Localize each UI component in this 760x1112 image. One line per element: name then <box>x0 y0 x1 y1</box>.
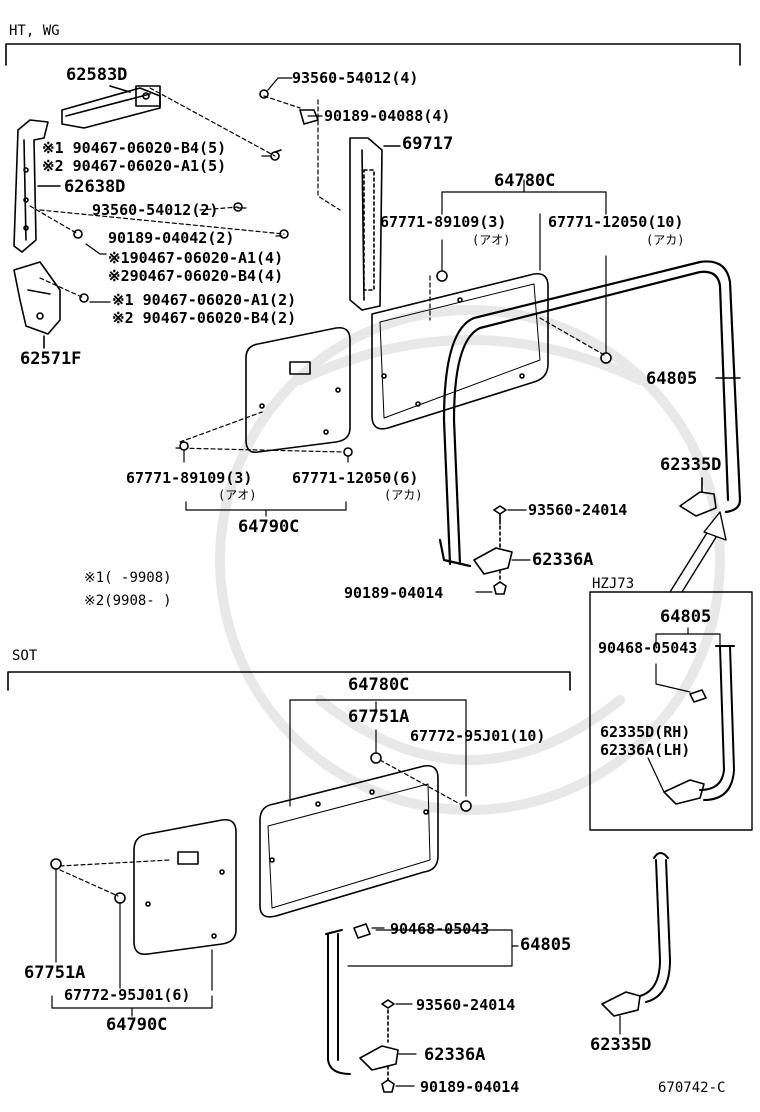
fastener-90189-04014-upper <box>493 581 507 595</box>
fastener-93560-sot <box>381 999 395 1009</box>
label-kana-aka-1: (アカ) <box>646 233 685 247</box>
dashed-guides-small-panel <box>175 411 345 453</box>
part-64805-weatherstrip <box>438 260 742 568</box>
label-93560-54012-4: 93560-54012(4) <box>292 69 419 87</box>
dashed-guides-sot <box>379 759 461 805</box>
part-62335D-upper <box>679 491 717 517</box>
bracket-64780C-sot <box>289 699 467 807</box>
hzj73-bracket <box>655 627 721 693</box>
label-64790C: 64790C <box>238 517 300 537</box>
label-note1-2: ※1 90467-06020-A1(2) <box>112 291 297 309</box>
label-67771-89109-3b: 67771-89109(3) <box>126 469 253 487</box>
label-69717: 69717 <box>402 134 454 154</box>
label-sot-62336A: 62336A <box>424 1045 486 1065</box>
hzj73-62335D <box>647 757 705 805</box>
part-62638D-bracket <box>13 119 49 253</box>
bracket-64805-sot <box>347 929 519 967</box>
label-sot-67751A-b: 67751A <box>24 963 86 983</box>
label-kana-aka-2: (アカ) <box>384 488 423 502</box>
part-62583D-cover <box>61 85 161 129</box>
label-kana-ao-2: (アオ) <box>218 488 257 502</box>
variant-title-hzj73: HZJ73 <box>592 576 635 592</box>
label-hzj-62335D-RH: 62335D(RH) <box>600 723 691 741</box>
label-hzj-62336A-LH: 62336A(LH) <box>600 741 691 759</box>
part-64790C-panel <box>245 326 351 454</box>
label-sot-67751A: 67751A <box>348 707 410 727</box>
label-62638D: 62638D <box>64 177 126 197</box>
label-62583D: 62583D <box>66 65 128 85</box>
clip-fasteners-sot <box>370 752 472 812</box>
label-93560-24014: 93560-24014 <box>528 501 628 519</box>
part-64780C-sot-panel <box>259 764 439 918</box>
label-sot-64780C: 64780C <box>348 675 410 695</box>
label-hzj-64805: 64805 <box>660 607 712 627</box>
label-64805: 64805 <box>646 369 698 389</box>
section-bracket-sot <box>7 671 571 691</box>
label-90189-04014: 90189-04014 <box>344 584 444 602</box>
bracket-64790C-sot <box>51 869 213 1017</box>
leaders-upper-fasteners <box>85 77 323 303</box>
label-note1-5: ※1 90467-06020-B4(5) <box>42 139 227 157</box>
leaders-upper-right <box>475 509 531 593</box>
bracket-64790C <box>183 449 349 517</box>
label-64780C: 64780C <box>494 171 556 191</box>
label-sot-90189-04014: 90189-04014 <box>420 1078 520 1096</box>
bracket-64780C <box>441 179 607 355</box>
label-sot-90468-05043: 90468-05043 <box>390 920 490 938</box>
hzj73-box <box>589 591 753 831</box>
part-69717-pillar <box>349 137 383 311</box>
footnote-2: ※2(9908- ) <box>84 593 172 609</box>
label-note2-5: ※2 90467-06020-A1(5) <box>42 157 227 175</box>
part-62336A-upper <box>473 547 513 575</box>
label-sot-67772-95J01-10: 67772-95J01(10) <box>410 727 546 745</box>
part-62335D-sot-base <box>601 991 641 1035</box>
label-67771-12050-10: 67771-12050(10) <box>548 213 684 231</box>
label-note2-2: ※2 90467-06020-B4(2) <box>112 309 297 327</box>
footnote-1: ※1( -9908) <box>84 570 172 586</box>
fastener-93560-24014-upper <box>493 505 507 525</box>
leader-62583D <box>109 85 131 93</box>
part-62335D-sot <box>639 852 671 1003</box>
section-title-sot: SOT <box>12 648 38 664</box>
part-62336A-sot <box>359 1045 399 1071</box>
diagram-code: 670742-C <box>658 1080 726 1096</box>
dashed-guides-upper <box>29 87 341 299</box>
label-sot-64790C: 64790C <box>106 1015 168 1035</box>
label-sot-93560-24014: 93560-24014 <box>416 996 516 1014</box>
section-bracket-ht-wg <box>5 43 741 66</box>
label-67771-12050-6: 67771-12050(6) <box>292 469 419 487</box>
hzj73-weatherstrip <box>699 645 735 801</box>
leaders-sot-right <box>371 927 417 1087</box>
label-93560-54012-2: 93560-54012(2) <box>92 201 219 219</box>
label-90189-04088-4: 90189-04088(4) <box>324 107 451 125</box>
label-90189-04042-2: 90189-04042(2) <box>108 229 235 247</box>
clip-90468-sot <box>353 923 371 939</box>
dashed-guides-sot-small <box>59 859 171 897</box>
dashed-guides-panel <box>429 275 607 357</box>
part-64780C-panel <box>371 272 549 430</box>
arrow-to-hzj73 <box>669 511 727 593</box>
label-62335D: 62335D <box>660 455 722 475</box>
part-62571F-bracket <box>13 261 61 335</box>
label-67771-89109-3: 67771-89109(3) <box>380 213 507 231</box>
label-note1-4: ※190467-06020-A1(4) <box>108 249 284 267</box>
part-64790C-sot-panel <box>133 818 237 956</box>
hzj73-clip <box>689 689 707 703</box>
label-sot-64805: 64805 <box>520 935 572 955</box>
label-62571F: 62571F <box>20 349 82 369</box>
label-62336A: 62336A <box>532 550 594 570</box>
label-kana-ao-1: (アオ) <box>472 233 511 247</box>
part-64805-sot <box>325 929 351 1075</box>
fastener-90189-sot <box>381 1079 395 1093</box>
label-sot-62335D: 62335D <box>590 1035 652 1055</box>
clip-fasteners-upper <box>436 270 612 364</box>
label-sot-67772-95J01-6: 67772-95J01(6) <box>64 986 191 1004</box>
label-note2-4: ※290467-06020-B4(4) <box>108 267 284 285</box>
section-title-ht-wg: HT, WG <box>9 23 60 39</box>
label-hzj-90468-05043: 90468-05043 <box>598 639 698 657</box>
